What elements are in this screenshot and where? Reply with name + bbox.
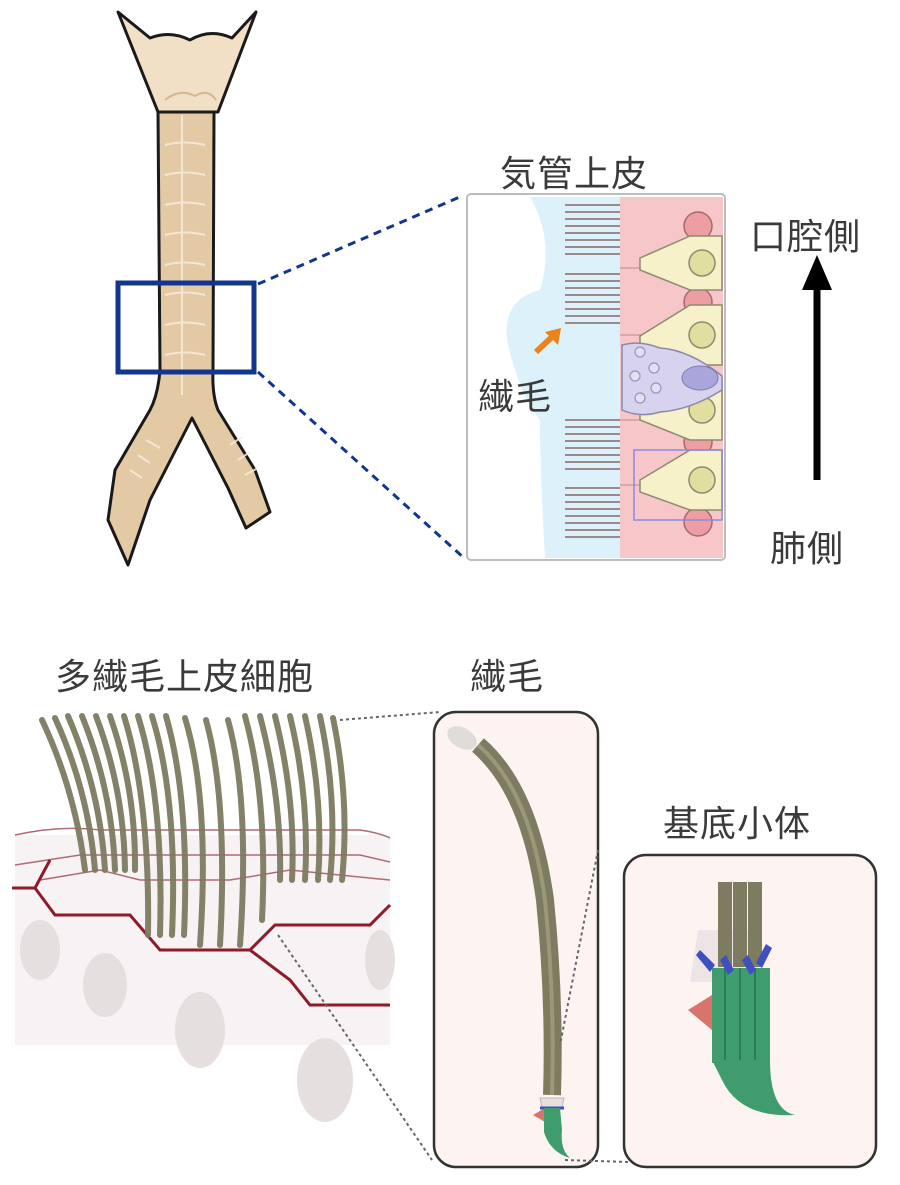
direction-arrow (802, 255, 832, 480)
multiciliated-cell-title: 多繊毛上皮細胞 (55, 657, 315, 698)
cilia-label: 繊毛 (478, 377, 553, 418)
trachea-tube (106, 110, 272, 567)
cilia-rows (565, 204, 620, 538)
basal-body-illustration (688, 882, 795, 1116)
epithelium-title: 気管上皮 (500, 154, 649, 195)
cilium-title: 繊毛 (470, 657, 545, 698)
trachea-highlight-box (115, 280, 257, 375)
cilia-motion-arrow (533, 328, 561, 355)
cilium-illustration (447, 726, 570, 1158)
lung-side-label: 肺側 (770, 529, 845, 570)
larynx (116, 10, 258, 114)
multiciliated-cell-illustration (12, 711, 441, 1161)
goblet-cell (621, 342, 723, 416)
basal-body-title: 基底小体 (663, 804, 812, 845)
oral-side-label: 口腔側 (750, 217, 862, 258)
